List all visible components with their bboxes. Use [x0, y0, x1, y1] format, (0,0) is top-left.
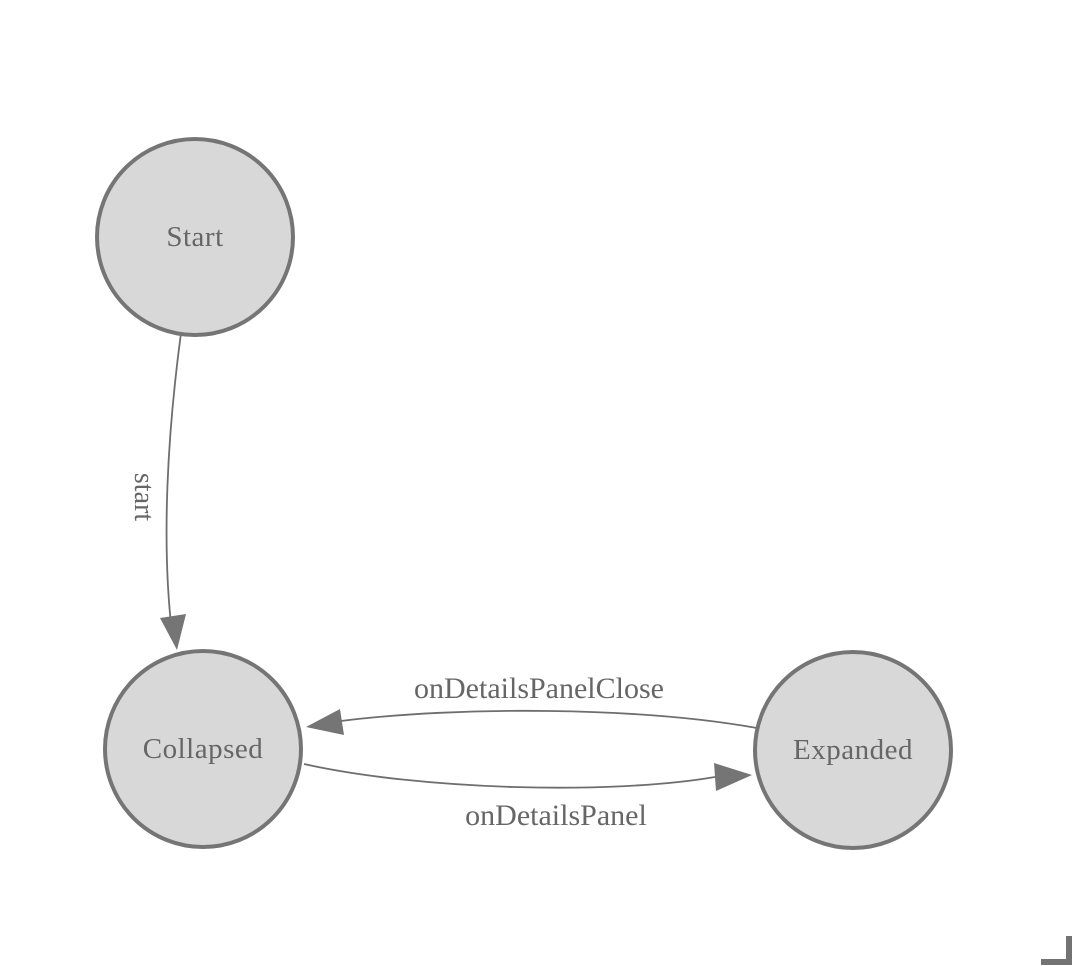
resize-corner-horizontal-bar	[1041, 959, 1072, 965]
state-node-start[interactable]: Start	[95, 137, 295, 337]
state-label-collapsed: Collapsed	[142, 732, 264, 765]
resize-corner-vertical-bar	[1066, 936, 1072, 964]
edge-label-start-event[interactable]: start	[128, 472, 159, 522]
state-node-collapsed[interactable]: Collapsed	[103, 649, 303, 849]
edge-start-to-collapsed	[165, 332, 182, 634]
resize-corner-handle[interactable]	[1041, 936, 1072, 965]
state-label-expanded: Expanded	[793, 733, 913, 766]
arrowhead-expanded-to-collapsed	[306, 709, 344, 735]
arrowhead-start-to-collapsed	[160, 614, 186, 650]
edge-label-ondetailspanel[interactable]: onDetailsPanel	[465, 799, 647, 832]
edge-label-ondetailspanelclose[interactable]: onDetailsPanelClose	[414, 672, 664, 705]
state-node-expanded[interactable]: Expanded	[753, 650, 953, 850]
state-label-start: Start	[166, 220, 224, 253]
arrowhead-collapsed-to-expanded	[714, 763, 752, 791]
edge-expanded-to-collapsed	[340, 709, 758, 729]
edge-collapsed-to-expanded	[303, 763, 716, 789]
